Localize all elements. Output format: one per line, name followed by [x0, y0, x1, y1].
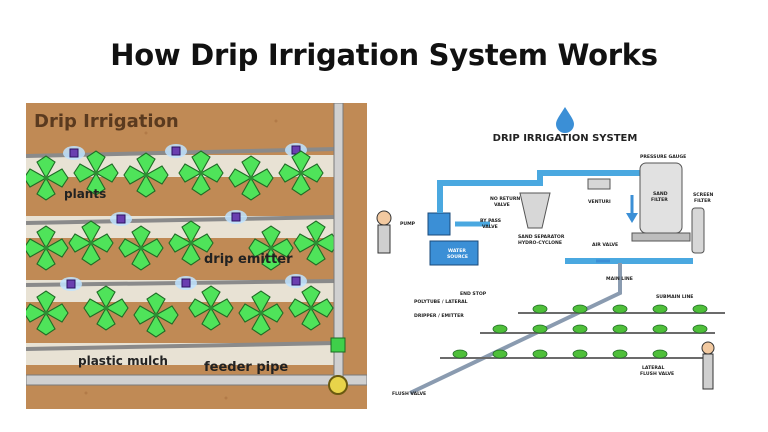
label-sand-separator-2: HYDRO-CYCLONE — [518, 240, 562, 246]
label-dripper: DRIPPER / EMITTER — [414, 313, 464, 319]
page-title: How Drip Irrigation System Works — [110, 38, 658, 72]
label-screen-filter-2: FILTER — [694, 198, 711, 204]
feeder-pipe — [26, 374, 367, 386]
left-heading: Drip Irrigation — [34, 111, 179, 132]
label-pressure-gauge: PRESSURE GAUGE — [640, 154, 686, 160]
label-by-pass-2: VALVE — [482, 224, 498, 230]
water-source-tank — [429, 240, 479, 266]
emitter-icon — [171, 146, 181, 156]
label-submain-line: SUBMAIN LINE — [656, 294, 693, 300]
emitter-icon — [69, 148, 79, 158]
label-main-line: MAIN LINE — [606, 276, 633, 282]
farmer-2-icon — [701, 341, 715, 355]
label-polytube: POLYTUBE / LATERAL — [414, 299, 468, 305]
label-plastic-mulch: plastic mulch — [78, 354, 168, 368]
right-heading: DRIP IRRIGATION SYSTEM — [493, 133, 638, 144]
connector-icon — [330, 337, 346, 353]
label-water-source-1: WATER — [448, 248, 466, 254]
emitter-icon — [116, 214, 126, 224]
label-flush-valve: FLUSH VALVE — [392, 391, 426, 397]
water-drop-icon — [556, 107, 574, 133]
label-by-pass-1: BY PASS — [480, 218, 501, 224]
label-no-return-2: VALVE — [494, 202, 510, 208]
emitter-icon — [181, 278, 191, 288]
emitter-icon — [231, 212, 241, 222]
return-pipe — [565, 258, 693, 264]
label-lateral-flush-2: FLUSH VALVE — [640, 371, 674, 377]
label-air-valve: AIR VALVE — [592, 242, 618, 248]
label-end-stop: END STOP — [460, 291, 487, 297]
label-screen-filter-1: SCREEN — [693, 192, 713, 198]
main-line — [409, 263, 622, 395]
emitter-icon — [66, 279, 76, 289]
label-feeder-pipe: feeder pipe — [204, 360, 288, 375]
emitter-icon — [291, 276, 301, 286]
label-venturi: VENTURI — [588, 199, 611, 205]
drip-field-illustration: Drip Irrigation plants drip emitter plas… — [26, 103, 367, 409]
label-drip-emitter: drip emitter — [204, 252, 293, 267]
venturi-icon — [587, 178, 611, 190]
label-plants: plants — [64, 187, 106, 201]
pump-icon — [427, 212, 451, 236]
screen-filter-icon — [691, 207, 705, 254]
label-sand-filter-1: SAND — [653, 191, 668, 197]
label-sand-separator-1: SAND SEPARATOR — [518, 234, 565, 240]
label-lateral-flush-1: LATERAL — [642, 365, 664, 371]
sand-separator-icon — [519, 192, 551, 229]
label-pump: PUMP — [400, 221, 416, 227]
drip-line — [26, 215, 337, 225]
supply-pipe — [437, 170, 665, 213]
drip-system-schematic: DRIP IRRIGATION SYSTEM PRESSURE GAUGE NO… — [370, 103, 760, 409]
valve-icon — [328, 375, 348, 395]
label-water-source-2: SOURCE — [447, 254, 468, 260]
farmer-icon — [376, 210, 392, 226]
label-sand-filter-2: FILTER — [651, 197, 668, 203]
label-no-return-1: NO RETURN — [490, 196, 520, 202]
drip-line — [26, 341, 337, 351]
